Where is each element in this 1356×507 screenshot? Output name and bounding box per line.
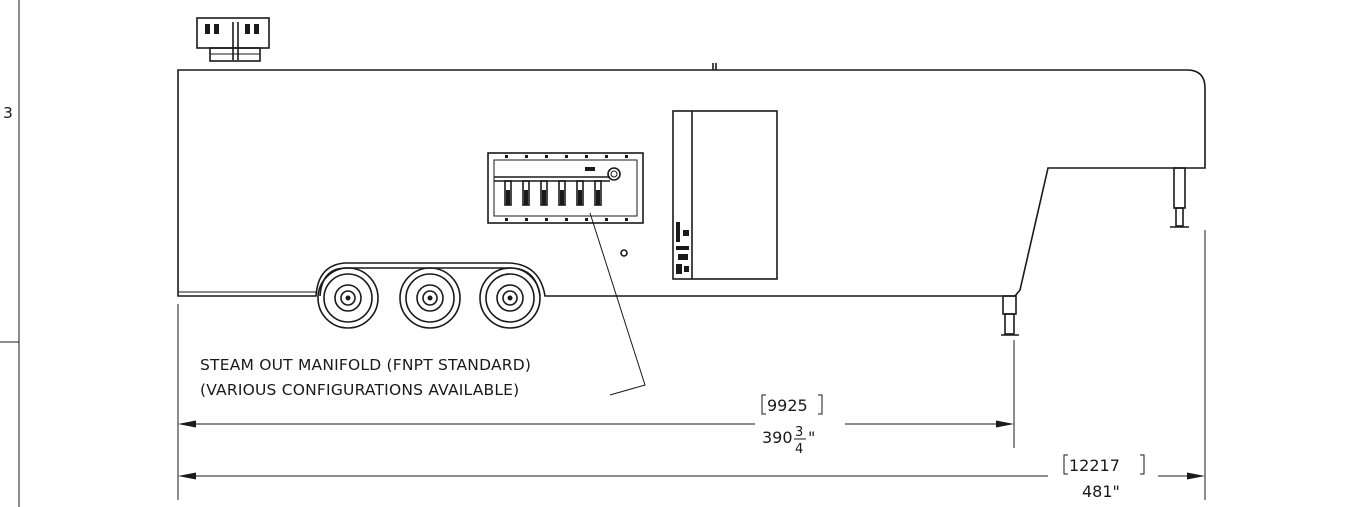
border-fragment-text: 3: [3, 104, 13, 122]
callout-line-2: (VARIOUS CONFIGURATIONS AVAILABLE): [200, 381, 519, 399]
dimension-imperial-481: 481": [1082, 482, 1120, 501]
dimension-inch-numerator: 3: [795, 425, 803, 440]
support-leg: [1001, 295, 1019, 336]
steam-out-manifold-panel: [487, 152, 644, 224]
roof-stack: [196, 17, 270, 62]
dimension-inch-unit: ": [808, 428, 815, 447]
sheet-border: 3: [0, 0, 20, 507]
dimension-metric-12217: 12217: [1069, 456, 1120, 475]
trailer-body-outline: [177, 69, 1206, 297]
callout-leader: [589, 212, 646, 396]
wheel-2: [399, 267, 461, 329]
dimension-overall-length: 12217 481": [178, 454, 1205, 501]
dimension-metric-9925: 9925: [767, 396, 808, 415]
roof-antenna: [712, 63, 717, 70]
wheel-1: [317, 267, 379, 329]
dimension-axle-to-front: 9925 390 3 4 ": [178, 394, 1014, 457]
dimension-inch-whole: 390: [762, 428, 793, 447]
wheel-3: [479, 267, 541, 329]
callout-line-1: STEAM OUT MANIFOLD (FNPT STANDARD): [200, 356, 531, 374]
manifold-outlets: [504, 180, 602, 206]
extension-lines: [177, 230, 1206, 500]
side-door: [672, 110, 778, 280]
panel-bolts: [505, 155, 628, 221]
landing-gear-front: [1170, 167, 1189, 228]
dimension-inch-denominator: 4: [795, 442, 803, 457]
wheel-assembly: [317, 267, 541, 329]
side-port: [620, 249, 628, 257]
